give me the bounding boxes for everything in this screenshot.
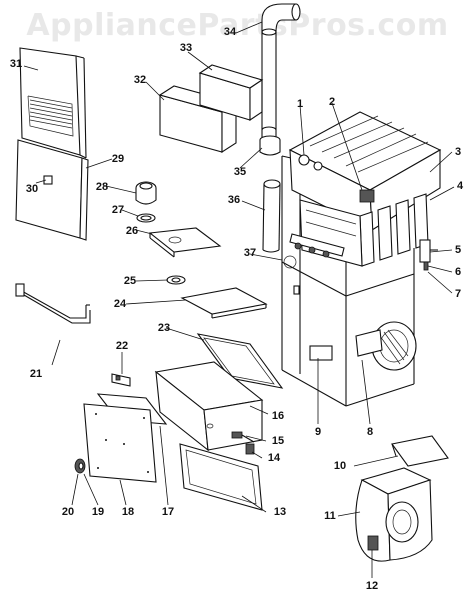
bottom-base: [154, 361, 264, 452]
callout-5: 5: [454, 244, 462, 256]
callout-29: 29: [111, 153, 125, 165]
pipe-coupling: [259, 135, 281, 156]
callout-19: 19: [91, 506, 105, 518]
callout-31: 31: [9, 58, 23, 70]
vent-elbow: [261, 3, 301, 36]
callout-28: 28: [95, 181, 109, 193]
callout-27: 27: [111, 204, 125, 216]
callout-15: 15: [271, 435, 285, 447]
leader-lines: [23, 21, 455, 578]
callout-12: 12: [365, 580, 379, 592]
callout-21: 21: [29, 368, 43, 380]
callout-37: 37: [243, 247, 257, 259]
callout-34: 34: [223, 26, 237, 38]
wire-bracket: [15, 283, 91, 324]
gasket: [136, 213, 156, 223]
callout-32: 32: [133, 74, 147, 86]
filter-frame: [196, 333, 284, 389]
callout-11: 11: [324, 510, 336, 522]
lower-door-panel: [15, 139, 89, 241]
filter-box-33: [198, 64, 264, 122]
knob: [74, 458, 86, 474]
blower-housing: [355, 467, 433, 562]
callout-33: 33: [179, 42, 193, 54]
limit-switch: [231, 431, 255, 455]
callout-6: 6: [454, 266, 462, 278]
callout-35: 35: [233, 166, 247, 178]
callout-24: 24: [113, 298, 127, 310]
callout-22: 22: [115, 340, 129, 352]
heat-exchanger: [288, 111, 442, 267]
inducer-pipe: [262, 179, 281, 253]
baffle-plate: [180, 287, 268, 319]
callout-7: 7: [454, 288, 462, 300]
callout-3: 3: [454, 146, 462, 158]
callout-30: 30: [25, 183, 39, 195]
callout-4: 4: [456, 180, 464, 192]
small-bracket: [111, 373, 131, 387]
callout-16: 16: [271, 410, 285, 422]
control-panel: [83, 403, 157, 483]
callout-25: 25: [123, 275, 137, 287]
cabinet-blower: [309, 321, 417, 371]
callout-17: 17: [161, 506, 175, 518]
gas-valve: [419, 239, 438, 271]
callout-20: 20: [61, 506, 75, 518]
callout-9: 9: [314, 426, 322, 438]
callout-8: 8: [366, 426, 374, 438]
callout-13: 13: [273, 506, 287, 518]
callout-10: 10: [333, 460, 347, 472]
callout-36: 36: [227, 194, 241, 206]
vent-pipe: [261, 32, 277, 154]
callout-1: 1: [296, 98, 304, 110]
callout-18: 18: [121, 506, 135, 518]
sealing-ring: [166, 275, 186, 285]
upper-door-panel: [19, 47, 87, 159]
callout-23: 23: [157, 322, 171, 334]
mounting-plate: [148, 227, 222, 258]
callout-2: 2: [328, 96, 336, 108]
blower-baffle: [391, 435, 449, 467]
callout-14: 14: [267, 452, 281, 464]
callout-26: 26: [125, 225, 139, 237]
access-panel: [179, 443, 263, 511]
inducer-motor: [135, 181, 157, 205]
